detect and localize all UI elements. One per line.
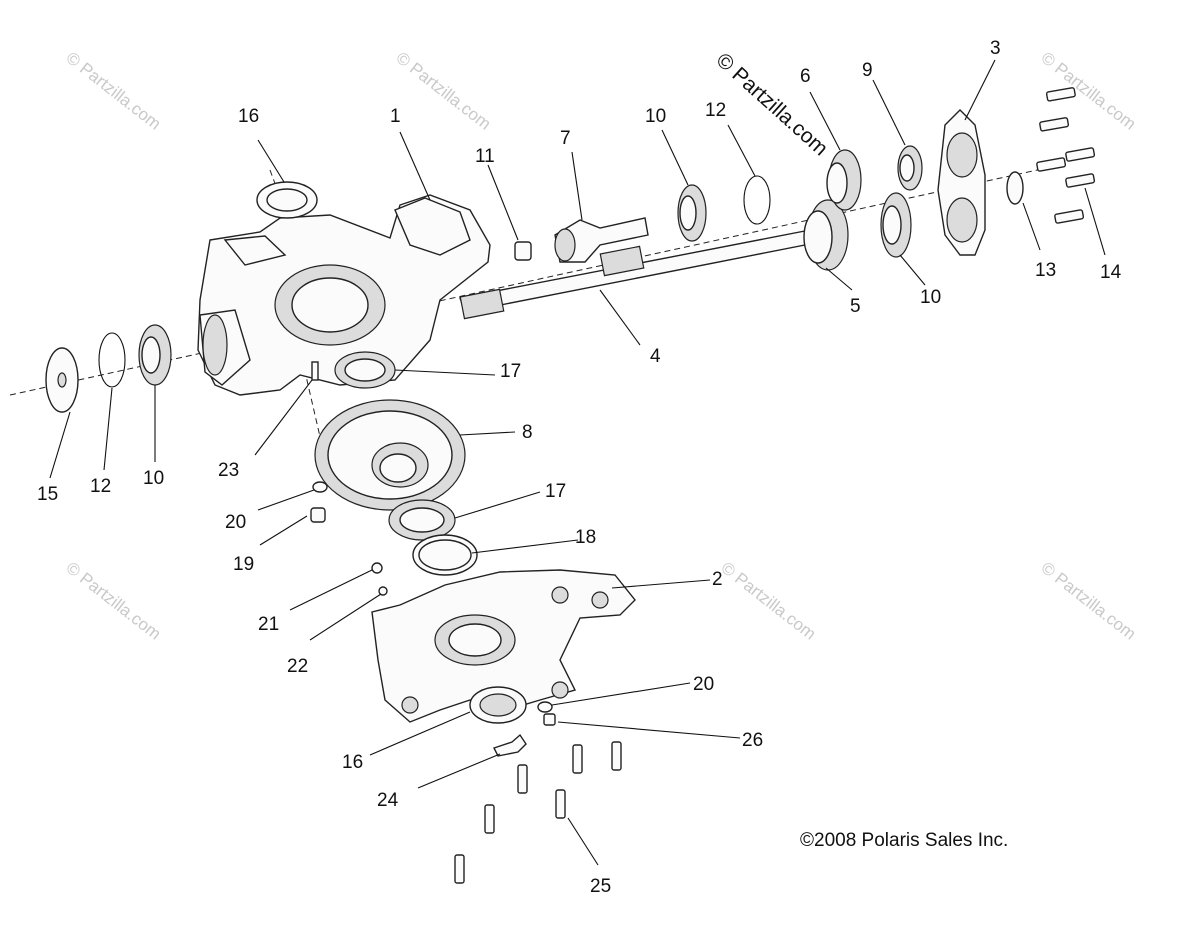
washer-part-13 bbox=[1006, 171, 1024, 205]
callout-16: 16 bbox=[342, 752, 363, 773]
ring-gear-part-8 bbox=[314, 399, 466, 511]
watermark: © Partzilla.com bbox=[393, 48, 495, 134]
bearing-part-10 bbox=[880, 192, 912, 258]
gear-part-6 bbox=[826, 149, 862, 211]
main-housing-part-1 bbox=[197, 194, 491, 396]
seal-part-16 bbox=[256, 181, 318, 219]
lower-cover-part-2 bbox=[371, 569, 636, 723]
callout-5: 5 bbox=[850, 296, 861, 317]
callout-1: 1 bbox=[390, 106, 401, 127]
small-fasteners bbox=[310, 361, 556, 757]
callout-8: 8 bbox=[522, 422, 533, 443]
callout-11: 11 bbox=[475, 146, 495, 167]
snap-ring-part-12 bbox=[98, 332, 126, 388]
bearing-part-10 bbox=[138, 324, 172, 386]
watermark: © Partzilla.com bbox=[63, 48, 165, 134]
callout-10: 10 bbox=[143, 468, 164, 489]
shim-part-18 bbox=[412, 534, 478, 576]
callout-2: 2 bbox=[712, 569, 723, 590]
cover-plate-part-3 bbox=[937, 109, 986, 256]
bearing-part-17 bbox=[334, 351, 396, 389]
seal-part-16 bbox=[469, 686, 527, 724]
callout-21: 21 bbox=[258, 614, 279, 635]
callout-10: 10 bbox=[645, 106, 666, 127]
callout-20: 20 bbox=[225, 512, 246, 533]
callout-14: 14 bbox=[1100, 262, 1122, 283]
callout-3: 3 bbox=[990, 38, 1001, 59]
bushing-part-11 bbox=[514, 241, 532, 261]
watermark: © Partzilla.com bbox=[1038, 558, 1140, 644]
snap-ring-part-12 bbox=[743, 175, 771, 225]
bolts-part-14 bbox=[1036, 87, 1096, 224]
washer-part-15 bbox=[45, 347, 79, 413]
gear-part-5 bbox=[803, 199, 849, 271]
callout-12: 12 bbox=[90, 476, 111, 497]
callout-12: 12 bbox=[705, 100, 726, 121]
copyright-text: ©2008 Polaris Sales Inc. bbox=[800, 830, 1008, 851]
shaft-part-4 bbox=[459, 229, 816, 320]
callout-7: 7 bbox=[560, 128, 571, 149]
callout-25: 25 bbox=[590, 876, 611, 897]
callout-9: 9 bbox=[862, 60, 873, 81]
callout-17: 17 bbox=[545, 481, 566, 502]
callout-20: 20 bbox=[693, 674, 714, 695]
callout-4: 4 bbox=[650, 346, 661, 367]
callout-17: 17 bbox=[500, 361, 521, 382]
watermark: © Partzilla.com bbox=[718, 558, 820, 644]
callout-15: 15 bbox=[37, 484, 58, 505]
callout-24: 24 bbox=[377, 790, 399, 811]
callout-26: 26 bbox=[742, 730, 763, 751]
callout-10: 10 bbox=[920, 287, 941, 308]
callout-23: 23 bbox=[218, 460, 239, 481]
leader-lines bbox=[49, 59, 1106, 866]
bearing-part-10 bbox=[677, 184, 707, 242]
callout-6: 6 bbox=[800, 66, 811, 87]
callout-18: 18 bbox=[575, 527, 596, 548]
callout-19: 19 bbox=[233, 554, 254, 575]
watermark-main: © Partzilla.com bbox=[712, 49, 833, 161]
bolts-part-25 bbox=[454, 741, 622, 884]
callout-13: 13 bbox=[1035, 260, 1056, 281]
watermark: © Partzilla.com bbox=[63, 558, 165, 644]
bearing-part-17 bbox=[388, 499, 456, 541]
bearing-part-9 bbox=[897, 145, 923, 191]
callout-numbers: 16 1 11 7 10 12 6 9 3 13 14 5 10 4 17 15… bbox=[37, 38, 1122, 897]
callout-16: 16 bbox=[238, 106, 259, 127]
pinion-part-7 bbox=[554, 217, 649, 263]
callout-22: 22 bbox=[287, 656, 308, 677]
